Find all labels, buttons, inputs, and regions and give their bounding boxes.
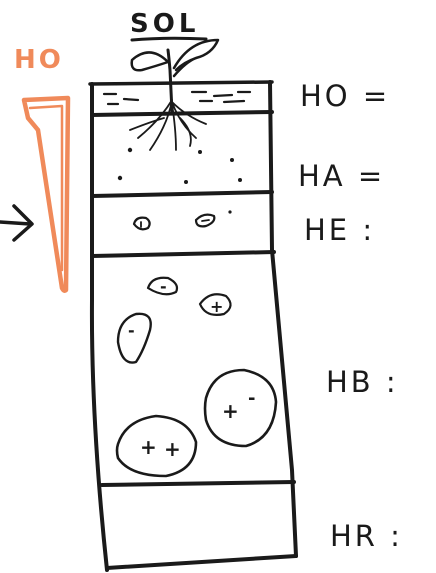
column-bottom-border <box>107 556 296 568</box>
hb-nodule-large-right-sign-1: + <box>222 399 239 423</box>
plant-roots <box>130 100 206 150</box>
column-top-border <box>90 82 272 84</box>
hb-nodule-large-right <box>205 370 276 446</box>
diagram-title: SOL <box>130 9 199 39</box>
title-group: SOL <box>130 9 206 40</box>
horizon-label-ho: HO = <box>300 79 390 113</box>
hb-nodule-large-right-sign-2: - <box>248 388 255 409</box>
boundary-ho-ha <box>92 112 272 115</box>
hb-nodule-large-left-sign-1: + <box>140 435 157 459</box>
column-left-border <box>92 84 107 570</box>
plant-icon <box>130 40 218 150</box>
gradient-label: HO <box>14 45 64 75</box>
hb-nodule-small-1-sign: - <box>160 277 167 296</box>
horizon-label-he: HE : <box>304 213 375 247</box>
ho-litter-marks <box>104 92 250 104</box>
arrow-right-icon <box>0 206 32 240</box>
boundary-hb-hr <box>102 482 294 485</box>
hb-nodule-large-left-sign-2: + <box>164 437 181 461</box>
plant-leaf-left <box>132 52 168 70</box>
hb-nodule-left-sign: - <box>128 321 135 340</box>
horizon-label-hb: HB : <box>326 365 399 399</box>
horizon-label-ha: HA = <box>298 159 385 193</box>
boundary-ha-he <box>92 192 272 196</box>
ha-dots <box>118 148 242 184</box>
he-nodules <box>134 210 232 229</box>
hb-nodules: - + - + - + + <box>117 277 276 476</box>
ho-gradient: HO <box>14 45 68 291</box>
plant-leaf-right-upper <box>174 40 218 70</box>
boundary-he-hb <box>92 252 274 256</box>
hb-nodule-small-2-sign: + <box>210 297 223 316</box>
horizon-label-hr: HR : <box>330 519 403 553</box>
column-right-border <box>270 82 296 556</box>
title-underline <box>132 38 206 40</box>
horizon-labels: HO = HA = HE : HB : HR : <box>298 79 403 553</box>
